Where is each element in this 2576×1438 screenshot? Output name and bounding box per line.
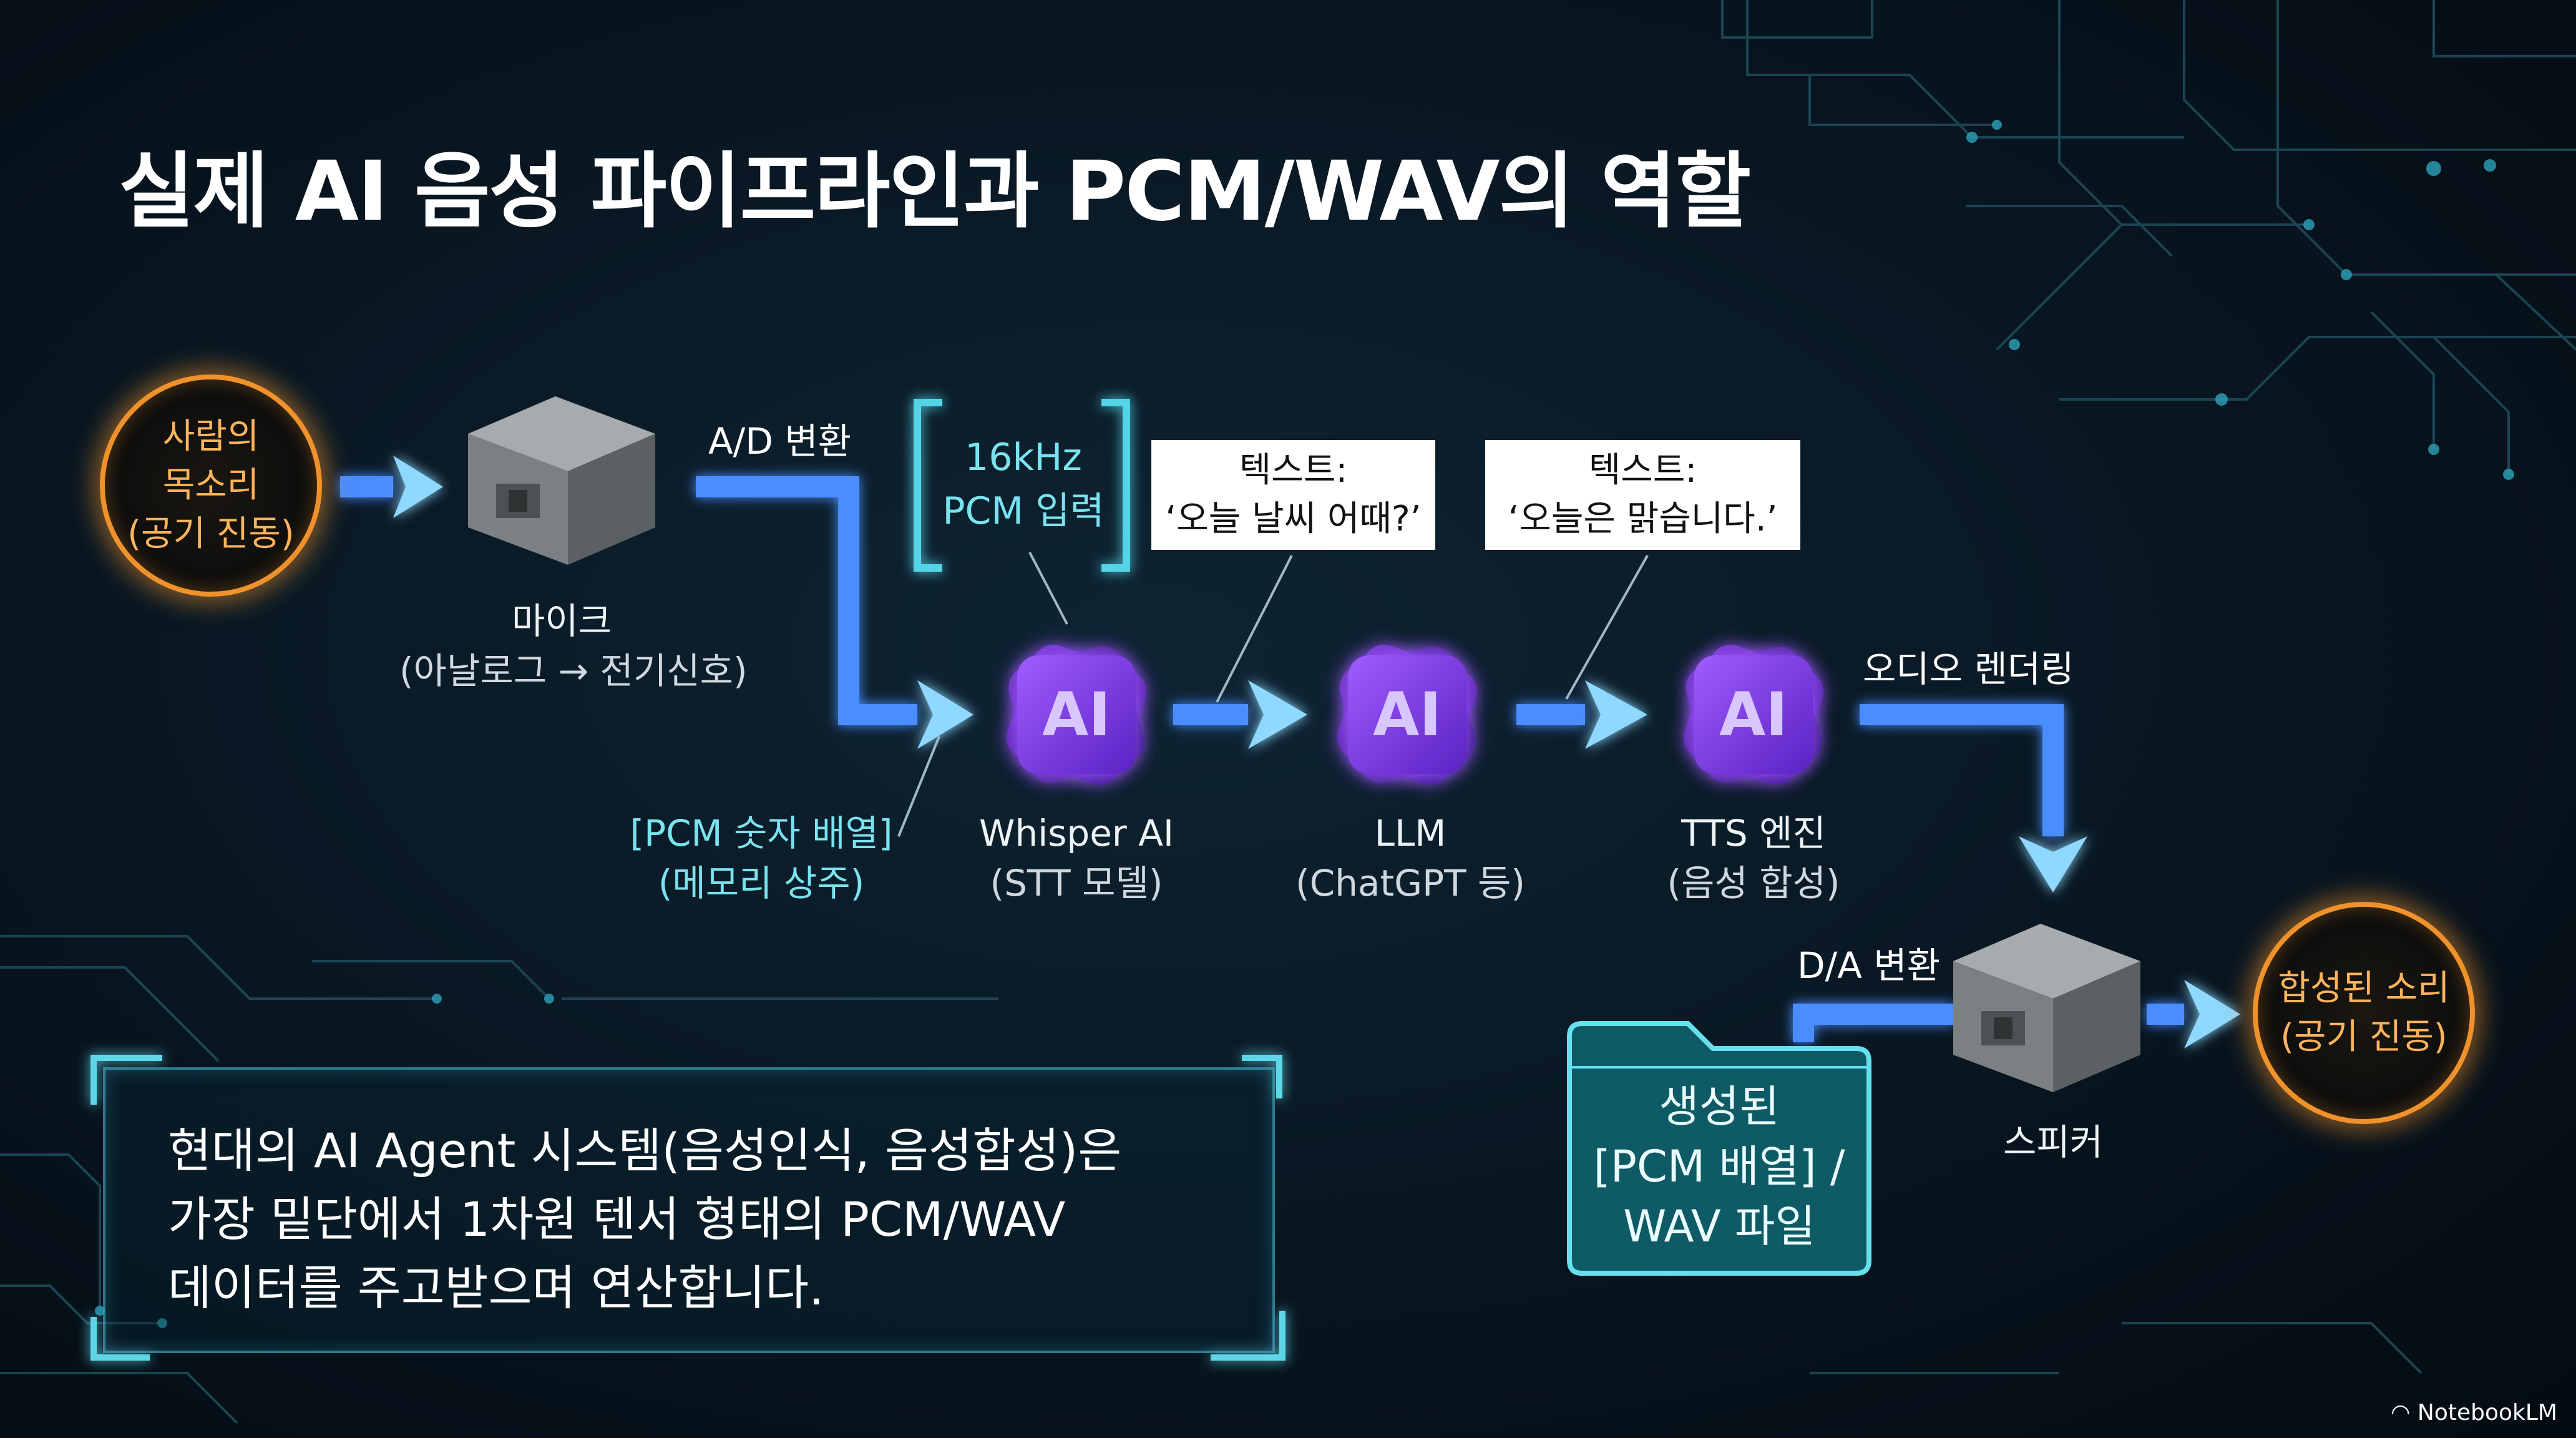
note-line3: 데이터를 주고받으며 연산합니다. [168,1260,824,1316]
arrowhead-tts [1585,680,1647,749]
whisper-ai-icon-text: AI [1042,680,1111,750]
arrowhead-voice [393,456,443,518]
text1-line2: ‘오늘 날씨 어때?’ [1165,499,1422,539]
output-sound-circle: 합성된 소리 (공기 진동) [2253,902,2475,1124]
voice-source-circle: 사람의 목소리 (공기 진동) [100,374,322,597]
da-conversion-label: D/A 변환 [1797,944,1941,987]
brand-icon: ◠ [2391,1400,2417,1426]
llm-label: LLM (ChatGPT 등) [1273,808,1548,908]
arrow-mic-to-whisper [696,476,917,725]
note-corner-tr [1242,1055,1282,1098]
note-line1: 현대의 AI Agent 시스템(음성인식, 음성합성)은 [168,1123,1122,1178]
note-corner-bl [90,1317,150,1361]
arrowhead-output [2184,980,2240,1049]
text-bubble-answer: 텍스트: ‘오늘은 맑습니다.’ [1485,440,1800,550]
brand-watermark: ◠ NotebookLM [2391,1400,2557,1426]
output-line1: 합성된 소리 [2278,968,2450,1009]
pcm-input-label: 16kHz PCM 입력 [933,431,1114,538]
pcm-input-line1: 16kHz [965,436,1082,479]
file-line2: [PCM 배열] / [1593,1141,1845,1192]
llm-sub: (ChatGPT 등) [1295,862,1525,904]
pcm-input-line2: PCM 입력 [942,489,1105,533]
note-line2: 가장 밑단에서 1차원 텐서 형태의 PCM/WAV [168,1191,1066,1247]
file-line1: 생성된 [1659,1081,1780,1132]
note-corner-tl [90,1055,162,1105]
whisper-label: Whisper AI (STT 모델) [924,808,1229,908]
microphone-device-icon [468,396,655,565]
text1-line1: 텍스트: [1239,450,1348,491]
page-title: 실제 AI 음성 파이프라인과 PCM/WAV의 역할 [119,144,1751,240]
tts-label: TTS 엔진 (음성 합성) [1616,808,1891,908]
whisper-name: Whisper AI [978,812,1174,854]
arrow-file-to-speaker [1793,1004,1953,1042]
tts-name: TTS 엔진 [1681,812,1826,854]
pcm-array-line1: [PCM 숫자 배열] [630,812,893,854]
generated-file-label: 생성된 [PCM 배열] / WAV 파일 [1563,1077,1875,1256]
audio-rendering-label: 오디오 렌더링 [1863,648,2074,690]
summary-note-text: 현대의 AI Agent 시스템(음성인식, 음성합성)은 가장 밑단에서 1차… [168,1117,1121,1323]
text2-line1: 텍스트: [1588,450,1697,491]
arrow-tts-to-speaker [1860,704,2064,836]
text-bubble-question: 텍스트: ‘오늘 날씨 어때?’ [1151,440,1435,550]
mic-name: 마이크 [511,600,612,642]
line-pcm-array [897,736,940,837]
speaker-label: 스피커 [2003,1121,2104,1163]
tts-ai-icon-text: AI [1719,680,1788,750]
speaker-device-icon [1953,924,2140,1092]
arrowhead-speaker [2019,836,2087,893]
pcm-array-line2: (메모리 상주) [658,862,865,904]
bracket-right [1101,399,1130,572]
ad-conversion-label: A/D 변환 [708,420,852,462]
arrowhead-llm [1248,680,1307,749]
tts-sub: (음성 합성) [1667,862,1840,904]
voice-line2: 목소리 [162,465,260,506]
pcm-array-label: [PCM 숫자 배열] (메모리 상주) [618,808,905,908]
mic-sub: (아날로그 → 전기신호) [399,650,748,692]
voice-line1: 사람의 [162,416,260,457]
line-pcm-input [1028,552,1068,625]
file-line3: WAV 파일 [1623,1201,1815,1252]
output-line2: (공기 진동) [2280,1017,2447,1057]
note-corner-br [1211,1311,1286,1361]
summary-note-box: 현대의 AI Agent 시스템(음성인식, 음성합성)은 가장 밑단에서 1차… [103,1067,1275,1353]
line-text2 [1565,555,1649,700]
mic-label: 마이크 (아날로그 → 전기신호) [399,596,748,696]
llm-name: LLM [1374,812,1447,854]
llm-ai-icon: AI [1331,638,1483,791]
whisper-sub: (STT 모델) [990,862,1163,904]
llm-ai-icon-text: AI [1372,680,1442,750]
arrowhead-whisper [917,680,973,749]
line-text1 [1216,555,1293,703]
text2-line2: ‘오늘은 맑습니다.’ [1508,499,1778,539]
brand-name: NotebookLM [2417,1400,2557,1426]
voice-line3: (공기 진동) [127,514,295,554]
tts-ai-icon: AI [1677,638,1830,791]
folder-icon [1567,1021,1871,1276]
whisper-ai-icon: AI [1000,638,1153,791]
bracket-left [914,399,942,572]
